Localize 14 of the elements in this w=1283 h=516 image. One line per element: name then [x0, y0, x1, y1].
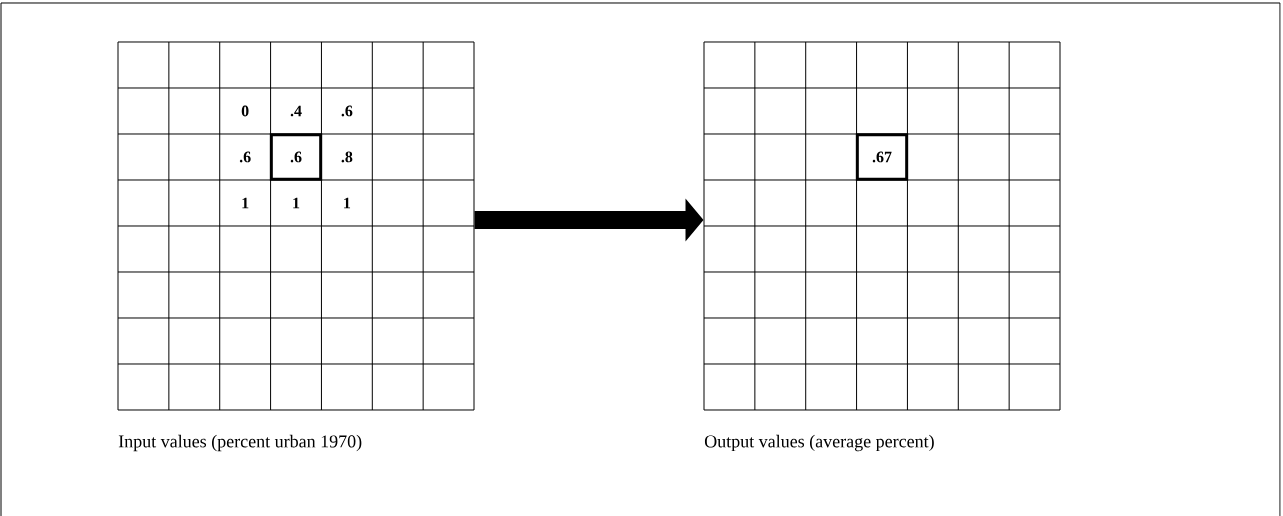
cell-value: .8: [341, 151, 353, 163]
node-label: Output values (average percent): [704, 434, 934, 452]
cell-value: 1: [242, 197, 249, 209]
cell-value: .6: [341, 105, 353, 117]
cell-value: 1: [293, 197, 300, 209]
cell-value: .6: [239, 151, 251, 163]
node-label: Input values (percent urban 1970): [118, 434, 362, 452]
cell-value: 0: [241, 105, 249, 117]
grid: [703, 41, 1061, 411]
highlighted-cell: .67: [855, 133, 909, 181]
cell-value: .4: [290, 105, 302, 117]
grid: [117, 41, 475, 411]
highlighted-cell: .6: [269, 133, 323, 181]
cell-value: 1: [344, 197, 351, 209]
